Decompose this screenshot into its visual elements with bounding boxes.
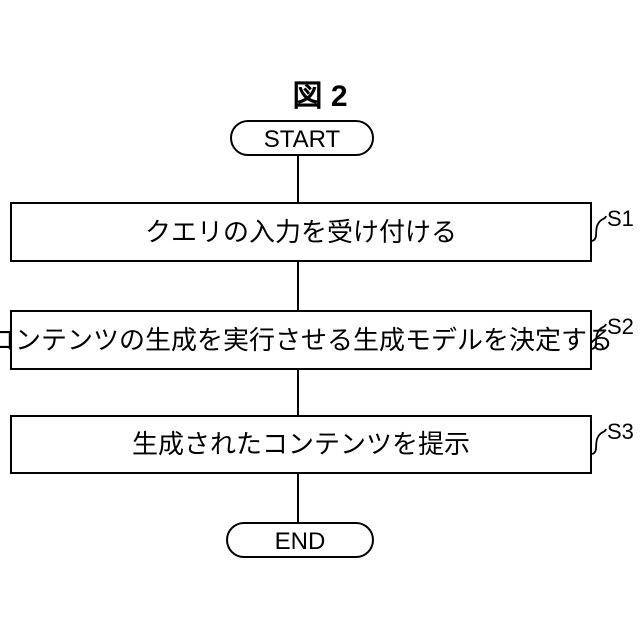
step-1-box xyxy=(10,202,592,262)
start-terminal-shape xyxy=(230,120,374,156)
step-2-text: コンテンツの生成を実行させる生成モデルを決定する xyxy=(0,325,613,355)
end-terminal-label: END xyxy=(275,528,326,555)
step-3-label: S3 xyxy=(607,419,634,444)
step-2-box xyxy=(10,310,592,370)
step-1: クエリの入力を受け付ける S1 xyxy=(10,202,634,262)
step-3-text: 生成されたコンテンツを提示 xyxy=(132,429,470,459)
step-2-label: S2 xyxy=(607,314,634,339)
start-terminal-label: START xyxy=(264,126,341,153)
figure-title: 図 2 xyxy=(292,80,347,113)
step-2-leader-squiggle xyxy=(591,323,607,350)
step-2: コンテンツの生成を実行させる生成モデルを決定する S2 xyxy=(0,310,634,370)
step-3: 生成されたコンテンツを提示 S3 xyxy=(10,415,634,474)
end-terminal-shape xyxy=(226,522,374,558)
step-1-label: S1 xyxy=(607,206,634,231)
start-terminal: START xyxy=(230,120,374,156)
step-3-box xyxy=(10,415,592,474)
end-terminal: END xyxy=(226,522,374,558)
step-1-leader-squiggle xyxy=(591,215,607,242)
step-3-leader-squiggle xyxy=(591,428,607,455)
step-1-text: クエリの入力を受け付ける xyxy=(145,217,457,247)
